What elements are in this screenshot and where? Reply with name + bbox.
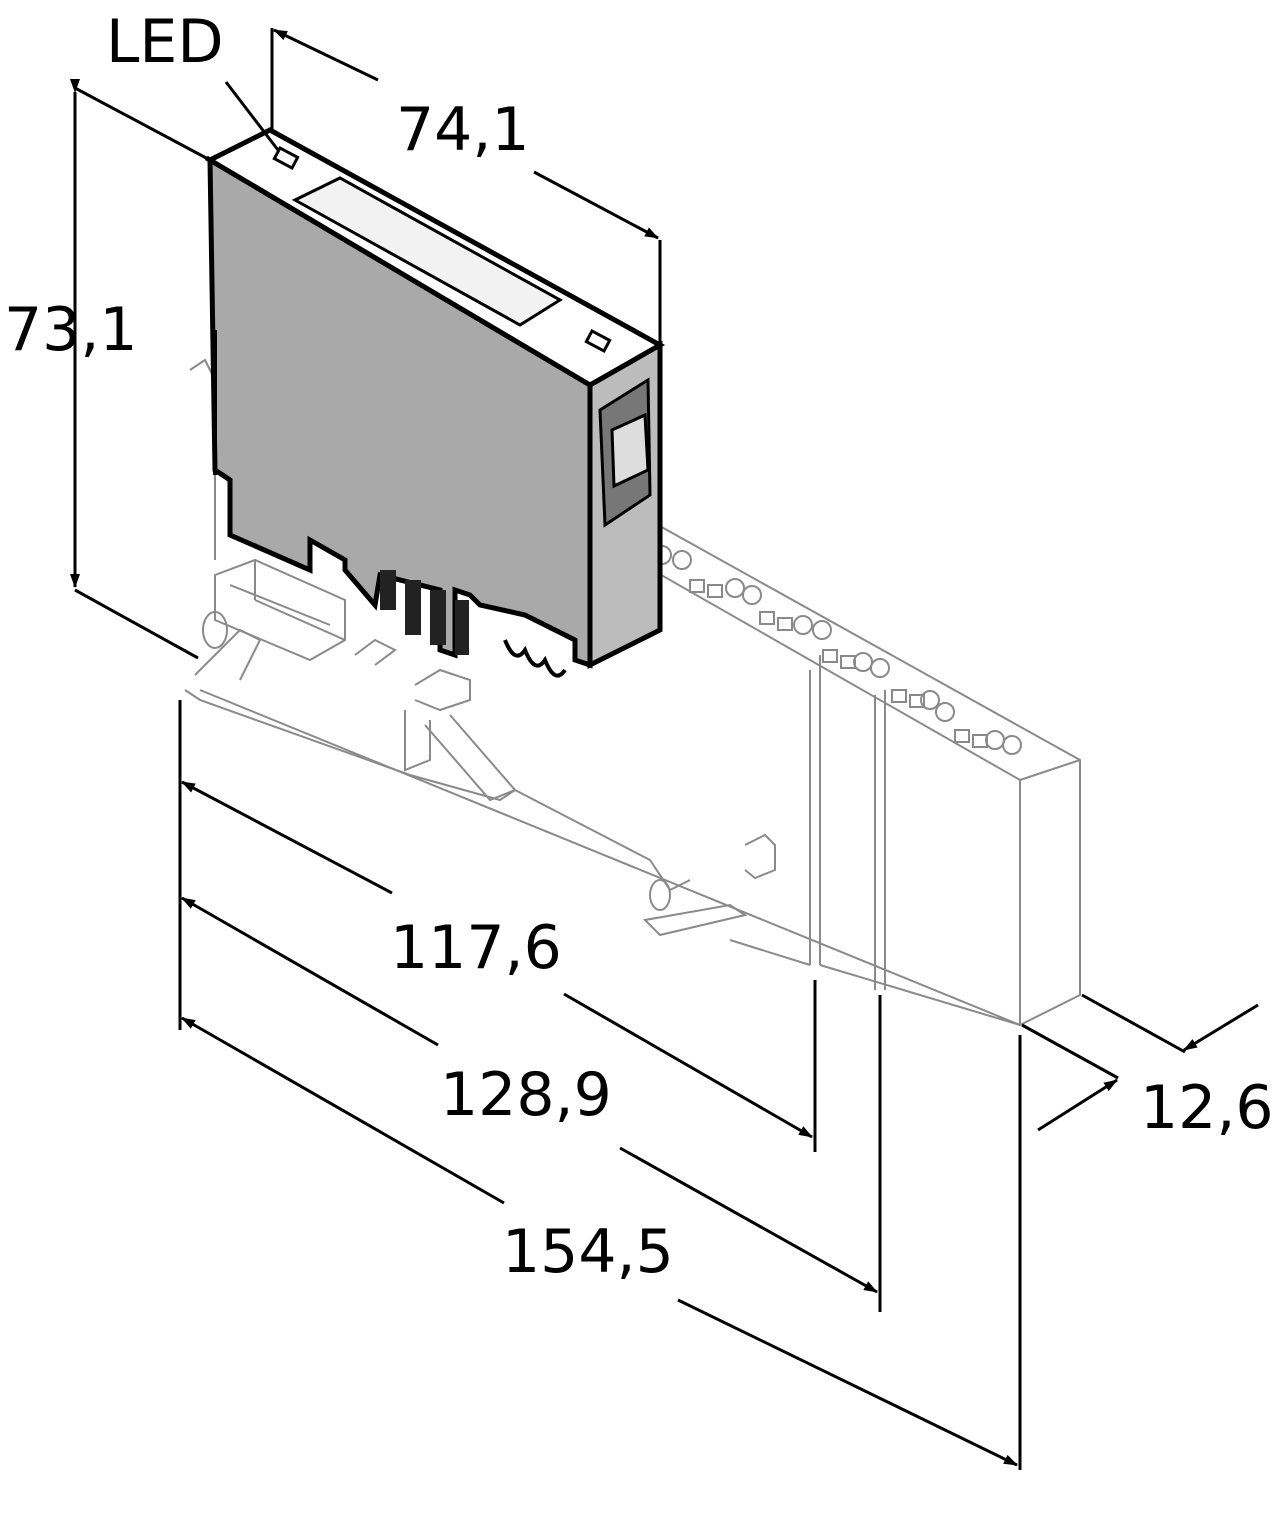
len3-dimension-line-b xyxy=(677,1298,1018,1467)
base-rail xyxy=(184,358,1081,1027)
module-body xyxy=(204,127,666,678)
led-leader-line xyxy=(224,81,280,151)
led-window xyxy=(272,145,300,171)
depth-dimension-line-b xyxy=(533,170,659,240)
release-lever xyxy=(598,377,652,528)
len3-dimension-label: 154,5 xyxy=(502,1217,674,1287)
len2-dimension-line-b xyxy=(619,1146,878,1294)
dimension-lines xyxy=(70,28,1259,1470)
height-dimension-label: 73,1 xyxy=(4,295,138,365)
len2-dimension-label: 128,9 xyxy=(440,1060,612,1130)
label-strip xyxy=(291,176,563,327)
module-pins xyxy=(380,570,567,678)
len1-dimension-label: 117,6 xyxy=(390,913,562,983)
depth-dimension-line-a xyxy=(273,28,379,82)
len3-dimension-line-a xyxy=(181,1016,505,1205)
len2-dimension-line-a xyxy=(181,896,439,1047)
terminal-contacts xyxy=(623,543,1022,755)
len1-dimension-line-a xyxy=(181,780,393,895)
width-dimension-line-a xyxy=(1183,1003,1259,1052)
led-label: LED xyxy=(106,7,224,77)
width-dimension-label: 12,6 xyxy=(1140,1073,1274,1143)
width-dimension-line-b xyxy=(1037,1078,1118,1132)
led-window-2 xyxy=(584,328,612,354)
len1-dimension-line-b xyxy=(563,992,813,1139)
depth-dimension-label: 74,1 xyxy=(396,95,530,165)
